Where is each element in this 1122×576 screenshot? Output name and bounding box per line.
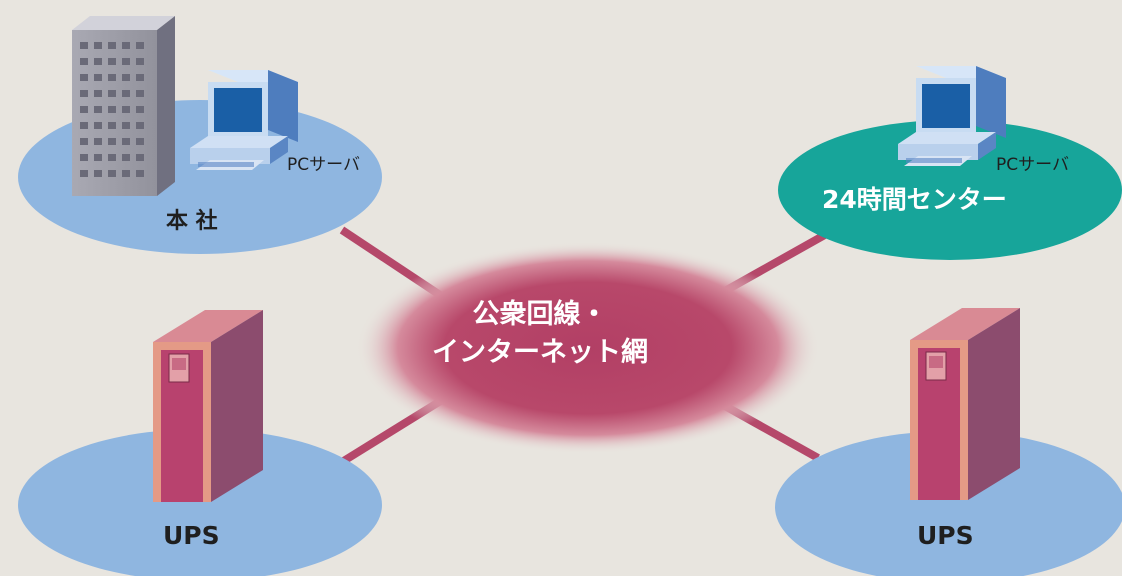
building-window (136, 170, 144, 177)
pc-server-label: PCサーバ (287, 155, 360, 175)
ups-right-site (775, 431, 1122, 576)
network-label-line2: インターネット網 (432, 337, 648, 368)
building-window (136, 90, 144, 97)
building-window (94, 90, 102, 97)
building-window (80, 90, 88, 97)
building-window (122, 106, 130, 113)
ups-right-label: UPS (917, 521, 974, 550)
building-window (122, 122, 130, 129)
building-window (108, 58, 116, 65)
pc-server-icon (190, 70, 298, 170)
building-window (136, 58, 144, 65)
building-window (136, 122, 144, 129)
building-window (108, 154, 116, 161)
network-label: 公衆回線・ インターネット網 (380, 296, 700, 372)
building-window (80, 106, 88, 113)
network-cloud (356, 242, 820, 454)
building-window (108, 74, 116, 81)
building-window (108, 170, 116, 177)
building-window (108, 122, 116, 129)
building-window (80, 58, 88, 65)
building-window (94, 154, 102, 161)
pc-server-label: PCサーバ (996, 155, 1069, 175)
building-window (80, 42, 88, 49)
building-window (80, 170, 88, 177)
building-window (80, 154, 88, 161)
building-window (94, 106, 102, 113)
building-window (136, 138, 144, 145)
head-office-label: 本 社 (166, 209, 218, 234)
center-24h-label: 24時間センター (822, 185, 1007, 214)
pc-server-icon (898, 66, 1006, 166)
building-window (80, 74, 88, 81)
building-window (94, 138, 102, 145)
building-window (136, 106, 144, 113)
building-window (94, 58, 102, 65)
building-window (80, 122, 88, 129)
building-window (122, 154, 130, 161)
ups-left-site (18, 429, 382, 576)
building-window (108, 90, 116, 97)
network-label-line1: 公衆回線・ (472, 299, 608, 330)
building-window (94, 170, 102, 177)
building-window (122, 74, 130, 81)
building-icon (72, 16, 175, 196)
building-window (136, 74, 144, 81)
building-window (136, 154, 144, 161)
building-window (94, 122, 102, 129)
center-site (778, 120, 1122, 260)
building-window (122, 42, 130, 49)
building-window (122, 58, 130, 65)
building-window (108, 138, 116, 145)
building-window (122, 90, 130, 97)
building-window (80, 138, 88, 145)
building-window (136, 42, 144, 49)
ups-unit-icon (910, 308, 1020, 500)
building-window (122, 138, 130, 145)
building-window (108, 42, 116, 49)
ups-unit-icon (153, 310, 263, 502)
building-window (122, 170, 130, 177)
ups-left-label: UPS (163, 521, 220, 550)
building-window (108, 106, 116, 113)
building-window (94, 42, 102, 49)
building-window (94, 74, 102, 81)
